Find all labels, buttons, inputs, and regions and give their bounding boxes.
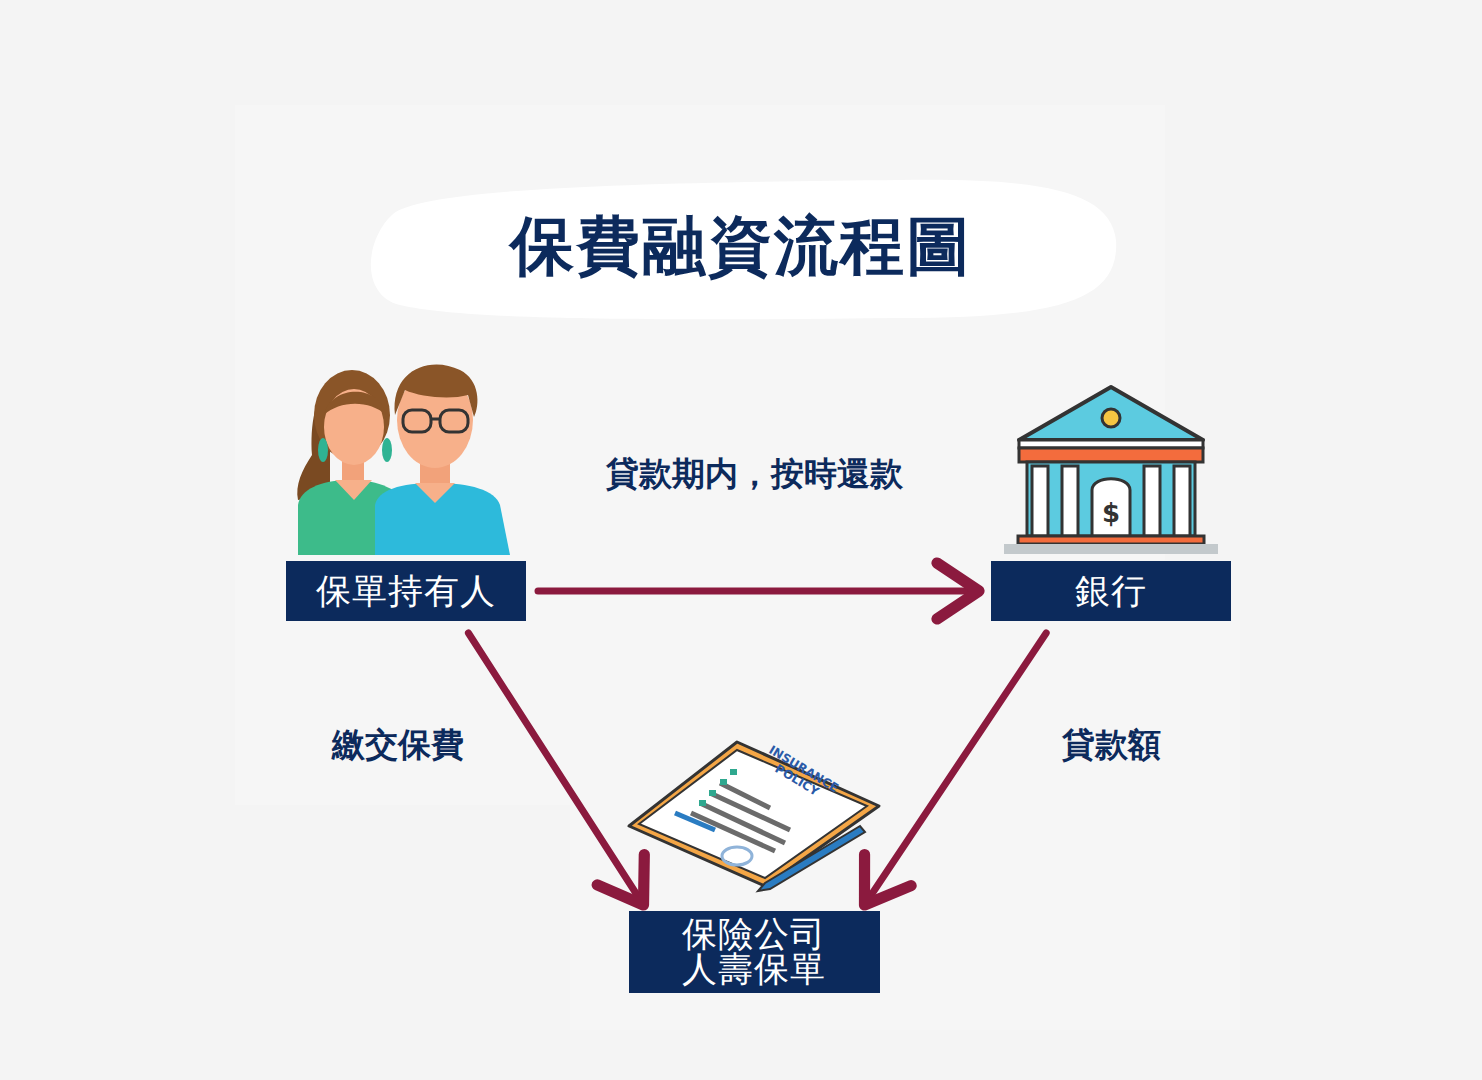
flow-arrow <box>538 588 979 595</box>
flow-arrow <box>865 633 1047 905</box>
people-illustration <box>290 355 520 560</box>
label-box: 銀行 <box>991 561 1231 621</box>
svg-text:$: $ <box>1102 498 1120 528</box>
edge-label: 繳交保費 <box>328 723 468 768</box>
label-box: 保險公司 人壽保單 <box>629 911 880 993</box>
box-text: 銀行 <box>1075 570 1147 612</box>
diagram-title: 保費融資流程圖 <box>510 203 972 290</box>
box-text: 保險公司 人壽保單 <box>677 917 831 987</box>
policy-heading: INSURANCE POLICY <box>759 743 841 807</box>
label-box: 保單持有人 <box>286 561 526 621</box>
box-text: 保單持有人 <box>316 570 496 612</box>
flow-arrow <box>468 633 643 905</box>
edge-label: 貸款期内，按時還款 <box>602 452 907 497</box>
policy-illustration <box>625 738 885 898</box>
bank-illustration: $ <box>1000 380 1230 560</box>
edge-label: 貸款額 <box>1058 723 1165 768</box>
